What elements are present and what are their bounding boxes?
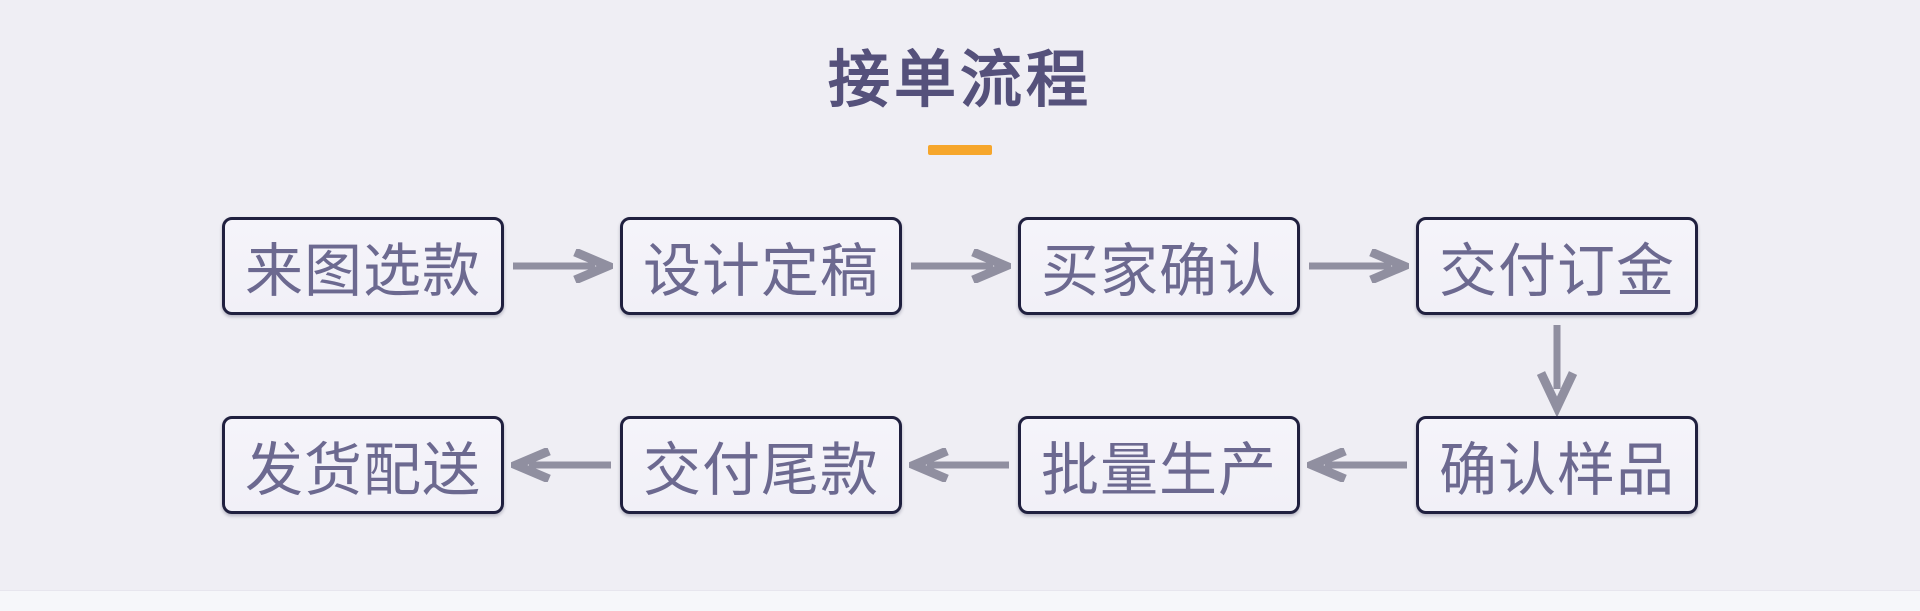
arrow-down-icon <box>1537 325 1577 416</box>
title-underline-bar <box>928 145 992 155</box>
flow-step-label: 来图选款 <box>244 239 481 304</box>
flow-step-source-image: 来图选款 <box>222 217 504 315</box>
arrow-right-icon <box>513 249 613 283</box>
flow-step-label: 发货配送 <box>244 438 481 503</box>
arrow-left-icon <box>909 448 1009 482</box>
page-title: 接单流程 <box>827 47 1092 115</box>
flow-row-bottom: 发货配送 交付尾款 批量 <box>222 416 1698 514</box>
flow-step-label: 交付尾款 <box>642 438 879 503</box>
flow-step-design-final: 设计定稿 <box>620 217 902 315</box>
flow-row-top: 来图选款 设计定稿 买家 <box>222 217 1698 315</box>
flow-step-pay-deposit: 交付订金 <box>1416 217 1698 315</box>
flow-step-label: 确认样品 <box>1438 438 1675 503</box>
flow-step-label: 买家确认 <box>1040 239 1277 304</box>
arrow-cell <box>902 217 1018 315</box>
arrow-cell <box>1300 416 1416 514</box>
arrow-right-icon <box>1309 249 1409 283</box>
flow-step-confirm-sample: 确认样品 <box>1416 416 1698 514</box>
flow-step-label: 设计定稿 <box>642 239 879 304</box>
flow-step-buyer-confirm: 买家确认 <box>1018 217 1300 315</box>
flow-step-label: 批量生产 <box>1040 438 1277 503</box>
arrow-left-icon <box>1307 448 1407 482</box>
flow-connector-row <box>222 315 1698 416</box>
arrow-cell <box>504 217 620 315</box>
flow-step-pay-balance: 交付尾款 <box>620 416 902 514</box>
arrow-left-icon <box>511 448 611 482</box>
arrow-cell <box>902 416 1018 514</box>
flow-step-mass-production: 批量生产 <box>1018 416 1300 514</box>
order-process-section: 接单流程 来图选款 设计定稿 <box>222 47 1698 514</box>
flow-diagram: 来图选款 设计定稿 买家 <box>222 217 1698 514</box>
arrow-right-icon <box>911 249 1011 283</box>
flow-step-ship-deliver: 发货配送 <box>222 416 504 514</box>
flow-step-label: 交付订金 <box>1438 239 1675 304</box>
footer-strip <box>0 590 1920 611</box>
arrow-cell <box>1300 217 1416 315</box>
arrow-cell <box>504 416 620 514</box>
